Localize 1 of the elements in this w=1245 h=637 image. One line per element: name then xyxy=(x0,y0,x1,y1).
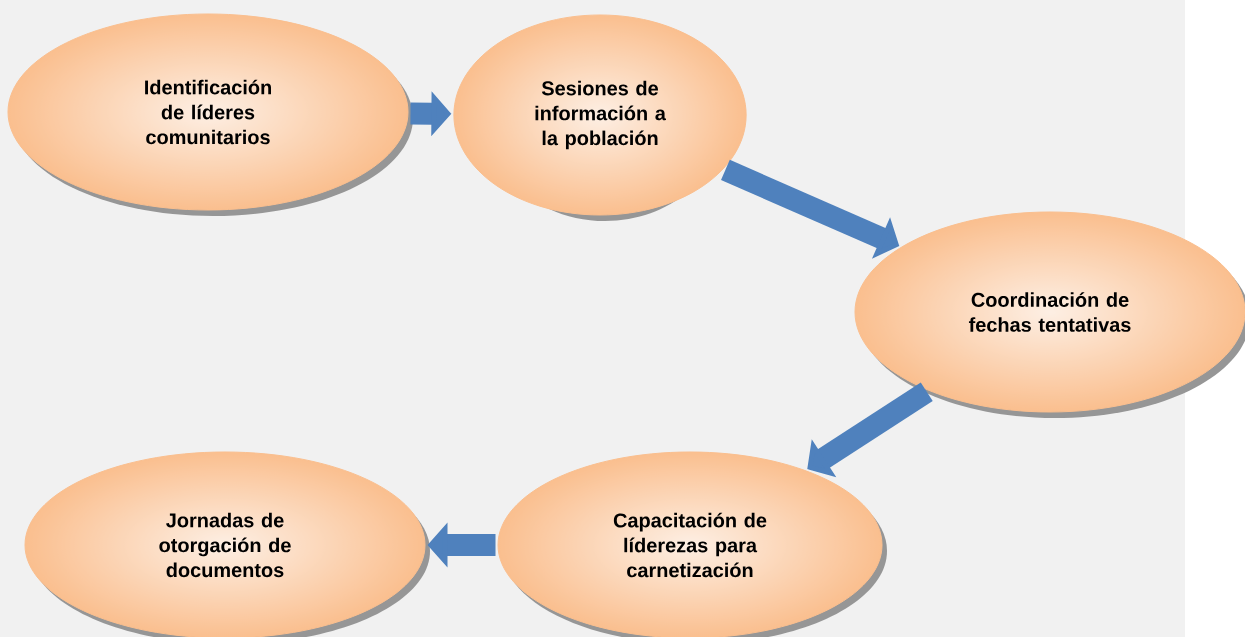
block-arrow xyxy=(807,382,933,478)
